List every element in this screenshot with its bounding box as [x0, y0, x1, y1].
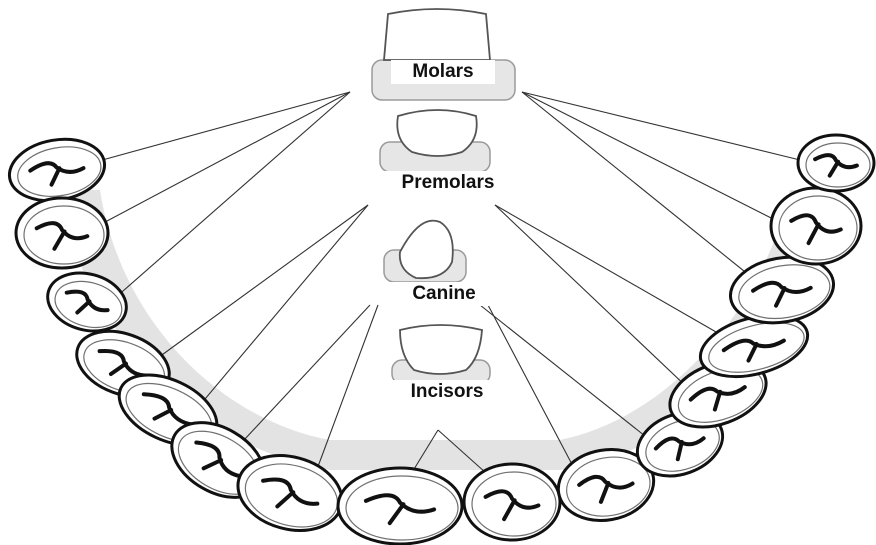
- tooth-left-incisor-1: [338, 468, 462, 544]
- tooth-right-incisor-1: [464, 464, 560, 540]
- isolated-incisor: [400, 325, 482, 374]
- tooth-right-molar-2: [771, 188, 861, 264]
- leader-line: [230, 305, 370, 455]
- leader-line: [200, 205, 368, 405]
- leader-line: [90, 92, 350, 230]
- canine-label: Canine: [382, 282, 506, 306]
- leader-line: [495, 205, 690, 390]
- isolated-premolar: [397, 110, 476, 156]
- tooth-right-molar-3: [798, 135, 874, 191]
- incisors-label: Incisors: [389, 380, 505, 404]
- tooth-left-molar-2: [16, 198, 108, 268]
- leader-line: [480, 305, 650, 440]
- isolated-canine: [400, 221, 453, 279]
- molars-label: Molars: [391, 60, 495, 84]
- leader-line: [522, 92, 785, 225]
- leader-line: [155, 205, 368, 360]
- leader-line: [95, 92, 350, 162]
- leader-line: [495, 205, 730, 340]
- premolars-label: Premolars: [372, 171, 524, 195]
- isolated-molar: [384, 9, 490, 60]
- leader-line: [115, 92, 350, 298]
